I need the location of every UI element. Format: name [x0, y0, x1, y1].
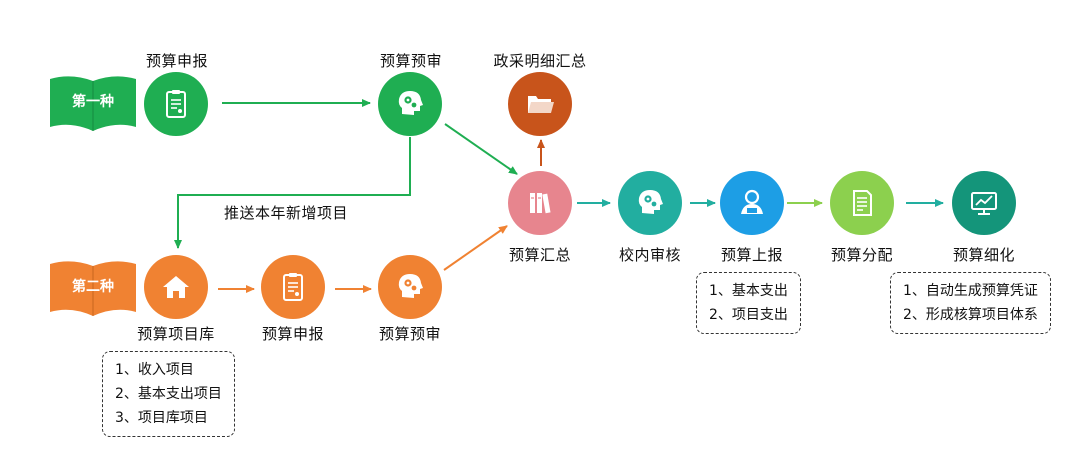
tag-second-label: 第二种: [72, 279, 114, 295]
row2-apply-label: 预算申报: [261, 325, 324, 343]
row2-library-node[interactable]: [144, 255, 208, 319]
row2-review-node[interactable]: [378, 255, 442, 319]
books-icon: [530, 193, 551, 214]
note-refine: 1、自动生成预算凭证 2、形成核算项目体系: [890, 272, 1051, 334]
person-icon: [741, 189, 763, 214]
note-item: 1、基本支出: [709, 283, 788, 299]
refine-label: 预算细化: [952, 246, 1015, 264]
review-node[interactable]: [618, 171, 682, 235]
allocate-node[interactable]: [830, 171, 894, 235]
procurement-node[interactable]: [508, 72, 572, 136]
note-item: 2、形成核算项目体系: [903, 307, 1038, 323]
tag-first-label: 第一种: [72, 94, 114, 110]
row2-apply-node[interactable]: [261, 255, 325, 319]
arrow-row2-review-to-hub: [443, 225, 508, 271]
push-new-projects-label: 推送本年新增项目: [224, 204, 349, 222]
book-icon: [50, 76, 136, 131]
note-item: 1、收入项目: [115, 362, 194, 378]
report-label: 预算上报: [720, 246, 783, 264]
row1-review-label: 预算预审: [379, 52, 442, 70]
book-icon: [50, 261, 136, 316]
report-node[interactable]: [720, 171, 784, 235]
note-item: 3、项目库项目: [115, 410, 208, 426]
tag-second-method: 第二种: [50, 260, 136, 320]
note-item: 2、项目支出: [709, 307, 788, 323]
note-project-library: 1、收入项目 2、基本支出项目 3、项目库项目: [102, 351, 235, 437]
row1-review-node[interactable]: [378, 72, 442, 136]
note-item: 2、基本支出项目: [115, 386, 222, 402]
hub-label: 预算汇总: [508, 246, 571, 264]
row2-library-label: 预算项目库: [137, 325, 215, 343]
document-icon: [853, 190, 872, 216]
folder-icon: [528, 96, 554, 113]
head-gear-icon: [398, 274, 423, 298]
clipboard-icon: [283, 273, 303, 301]
note-item: 1、自动生成预算凭证: [903, 283, 1038, 299]
head-gear-icon: [638, 190, 663, 214]
clipboard-icon: [166, 90, 186, 118]
allocate-label: 预算分配: [830, 246, 893, 264]
procurement-label: 政采明细汇总: [493, 52, 587, 70]
hub-node[interactable]: [508, 171, 572, 235]
monitor-chart-icon: [971, 192, 997, 215]
refine-node[interactable]: [952, 171, 1016, 235]
home-icon: [163, 276, 189, 298]
arrow-row1-review-to-hub: [444, 123, 518, 175]
arrow-push-new-projects: [174, 137, 411, 249]
row2-review-label: 预算预审: [378, 325, 441, 343]
note-report: 1、基本支出 2、项目支出: [696, 272, 801, 334]
row1-apply-node[interactable]: [144, 72, 208, 136]
row1-apply-label: 预算申报: [145, 52, 208, 70]
head-gear-icon: [398, 91, 423, 115]
tag-first-method: 第一种: [50, 75, 136, 135]
review-label: 校内审核: [618, 246, 681, 264]
